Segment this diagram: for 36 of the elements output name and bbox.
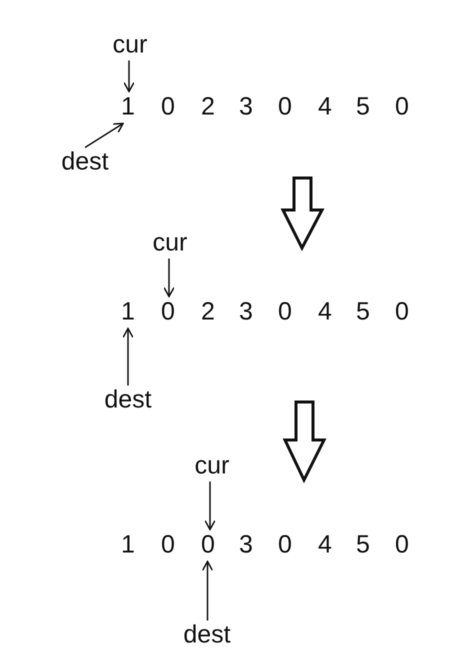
leader-arrow — [202, 560, 214, 620]
array-value: 5 — [356, 532, 370, 558]
array-value: 0 — [395, 532, 409, 558]
array-value: 0 — [395, 94, 409, 120]
leader-arrow — [122, 328, 134, 386]
array-value: 0 — [201, 532, 215, 558]
array-value: 5 — [356, 300, 370, 324]
array-value: 5 — [356, 94, 370, 120]
pointer-label: cur — [112, 32, 148, 58]
array-value: 1 — [121, 532, 135, 558]
array-value: 4 — [318, 532, 332, 558]
array-value: 1 — [121, 300, 135, 324]
pointer-label: dest — [183, 622, 231, 648]
array-value: 0 — [161, 94, 175, 120]
pointer-label: cur — [194, 454, 230, 478]
array-value: 1 — [121, 94, 135, 120]
leader-arrow — [84, 122, 124, 148]
leader-arrow — [123, 60, 135, 92]
pointer-label: dest — [104, 388, 152, 412]
array-value: 0 — [161, 300, 175, 324]
array-value: 3 — [239, 94, 253, 120]
leader-arrow — [204, 482, 216, 530]
array-value: 4 — [318, 94, 332, 120]
array-value: 0 — [395, 300, 409, 324]
array-value: 2 — [201, 300, 215, 324]
array-value: 3 — [239, 300, 253, 324]
pointer-label: dest — [61, 150, 109, 174]
leader-arrow — [163, 258, 175, 298]
pointer-label: cur — [152, 230, 188, 256]
array-value: 0 — [278, 532, 292, 558]
array-value: 4 — [318, 300, 332, 324]
array-value: 3 — [239, 532, 253, 558]
array-value: 0 — [161, 532, 175, 558]
array-value: 0 — [278, 300, 292, 324]
array-value: 2 — [201, 94, 215, 120]
array-value: 0 — [278, 94, 292, 120]
